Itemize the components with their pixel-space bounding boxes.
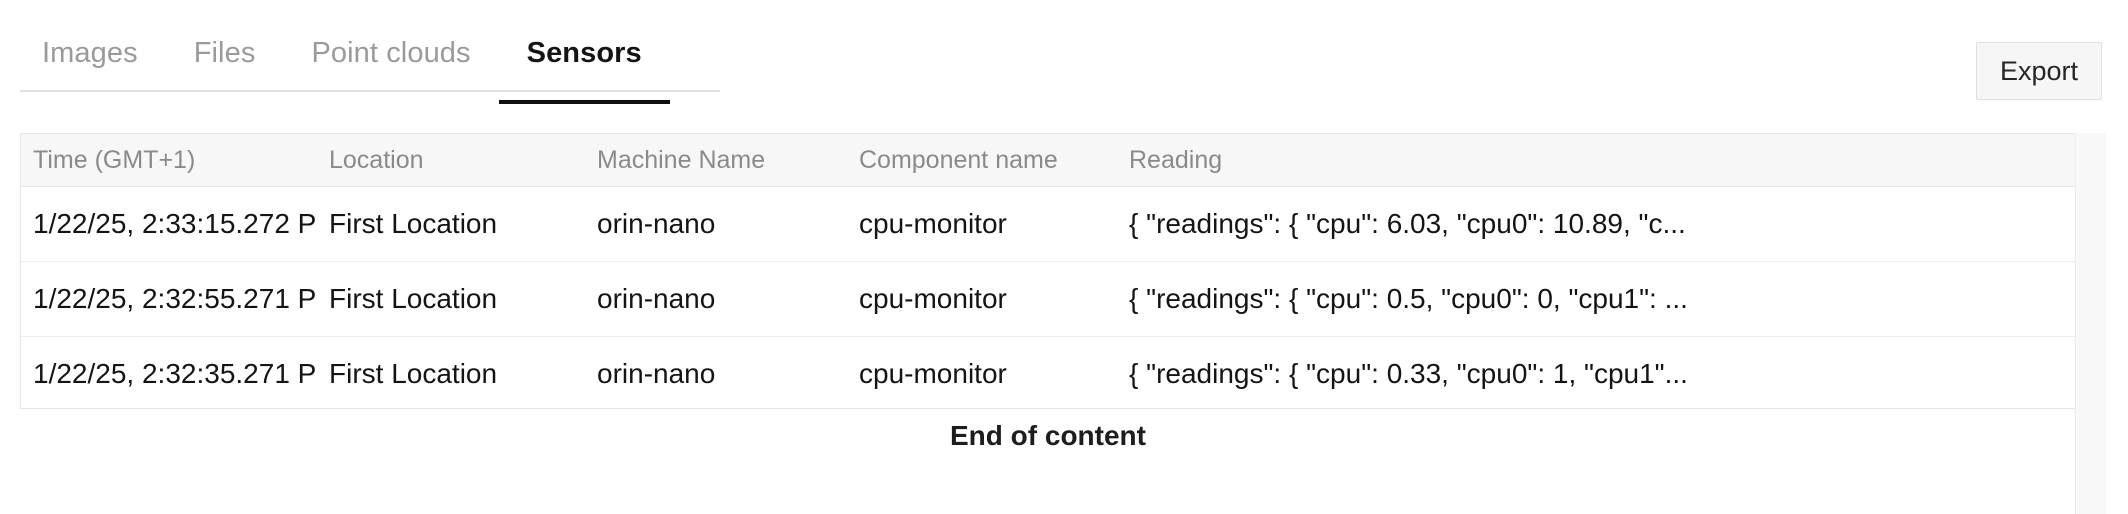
tab-images-label: Images <box>42 36 138 69</box>
cell-time: 1/22/25, 2:32:55.271 PM <box>21 261 317 337</box>
cell-component: cpu-monitor <box>847 261 1117 337</box>
tab-sensors[interactable]: Sensors <box>498 14 670 104</box>
cell-reading: { "readings": { "cpu": 0.5, "cpu0": 0, "… <box>1117 261 2075 337</box>
cell-machine: orin-nano <box>597 358 716 389</box>
column-header-machine-name[interactable]: Machine Name <box>585 134 847 187</box>
tab-files-label: Files <box>193 36 256 69</box>
tab-point-clouds-label: Point clouds <box>311 36 471 69</box>
sensor-table-container: Time (GMT+1) Location Machine Name Compo… <box>20 133 2076 409</box>
tab-underline-track <box>20 90 720 92</box>
sensor-table: Time (GMT+1) Location Machine Name Compo… <box>21 134 2075 409</box>
cell-location: First Location <box>317 261 585 337</box>
tab-files[interactable]: Files <box>166 14 284 92</box>
cell-machine: orin-nano <box>585 261 847 337</box>
tab-sensors-label: Sensors <box>526 36 642 69</box>
vertical-scrollbar[interactable] <box>2075 133 2106 514</box>
cell-location: First Location <box>317 186 585 262</box>
sensor-table-body: 1/22/25, 2:33:15.272 PM First Location o… <box>21 186 2075 409</box>
cell-machine: orin-nano <box>585 186 847 262</box>
cell-reading: { "readings": { "cpu": 6.03, "cpu0": 10.… <box>1117 186 2075 262</box>
cell-time: 1/22/25, 2:33:15.272 PM <box>21 186 317 262</box>
tab-bar: Images Files Point clouds Sensors Export <box>0 0 2128 120</box>
tab-point-clouds[interactable]: Point clouds <box>283 14 498 92</box>
table-row[interactable]: 1/22/25, 2:32:35.271 PM First Location o… <box>21 337 2075 409</box>
export-button[interactable]: Export <box>1976 42 2102 100</box>
column-header-time[interactable]: Time (GMT+1) <box>21 134 317 187</box>
cell-component: cpu-monitor <box>859 358 1007 389</box>
cell-time: 1/22/25, 2:32:35.271 PM <box>33 358 317 389</box>
table-header-row: Time (GMT+1) Location Machine Name Compo… <box>21 134 2075 187</box>
column-header-location[interactable]: Location <box>317 134 585 187</box>
sensor-table-header: Time (GMT+1) Location Machine Name Compo… <box>21 134 2075 187</box>
column-header-component-name[interactable]: Component name <box>847 134 1117 187</box>
cell-component: cpu-monitor <box>847 186 1117 262</box>
cell-reading: { "readings": { "cpu": 0.33, "cpu0": 1, … <box>1129 358 1688 389</box>
tab-list: Images Files Point clouds Sensors <box>20 12 670 104</box>
column-header-reading[interactable]: Reading <box>1117 134 2075 187</box>
table-row[interactable]: 1/22/25, 2:33:15.272 PM First Location o… <box>21 186 2075 262</box>
export-button-label: Export <box>1999 55 2079 86</box>
cell-location: First Location <box>329 358 498 389</box>
end-of-content-label: End of content <box>950 420 1146 451</box>
table-row[interactable]: 1/22/25, 2:32:55.271 PM First Location o… <box>21 261 2075 337</box>
tab-images[interactable]: Images <box>20 14 166 92</box>
